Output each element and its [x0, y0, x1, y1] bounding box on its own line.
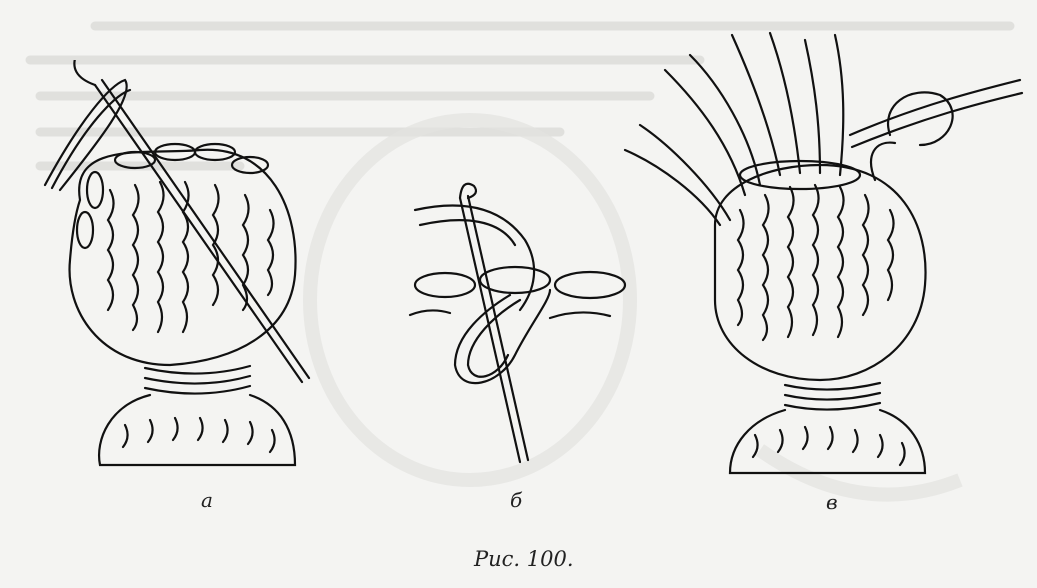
- figure-label-v: в: [826, 490, 838, 514]
- illustration-b: [400, 170, 640, 480]
- illustration-a: [40, 60, 320, 480]
- figure-label-a: а: [201, 488, 213, 512]
- figure-label-b: б: [510, 488, 522, 512]
- figure-caption: Рис. 100.: [474, 547, 574, 571]
- illustration-v: [620, 25, 1030, 485]
